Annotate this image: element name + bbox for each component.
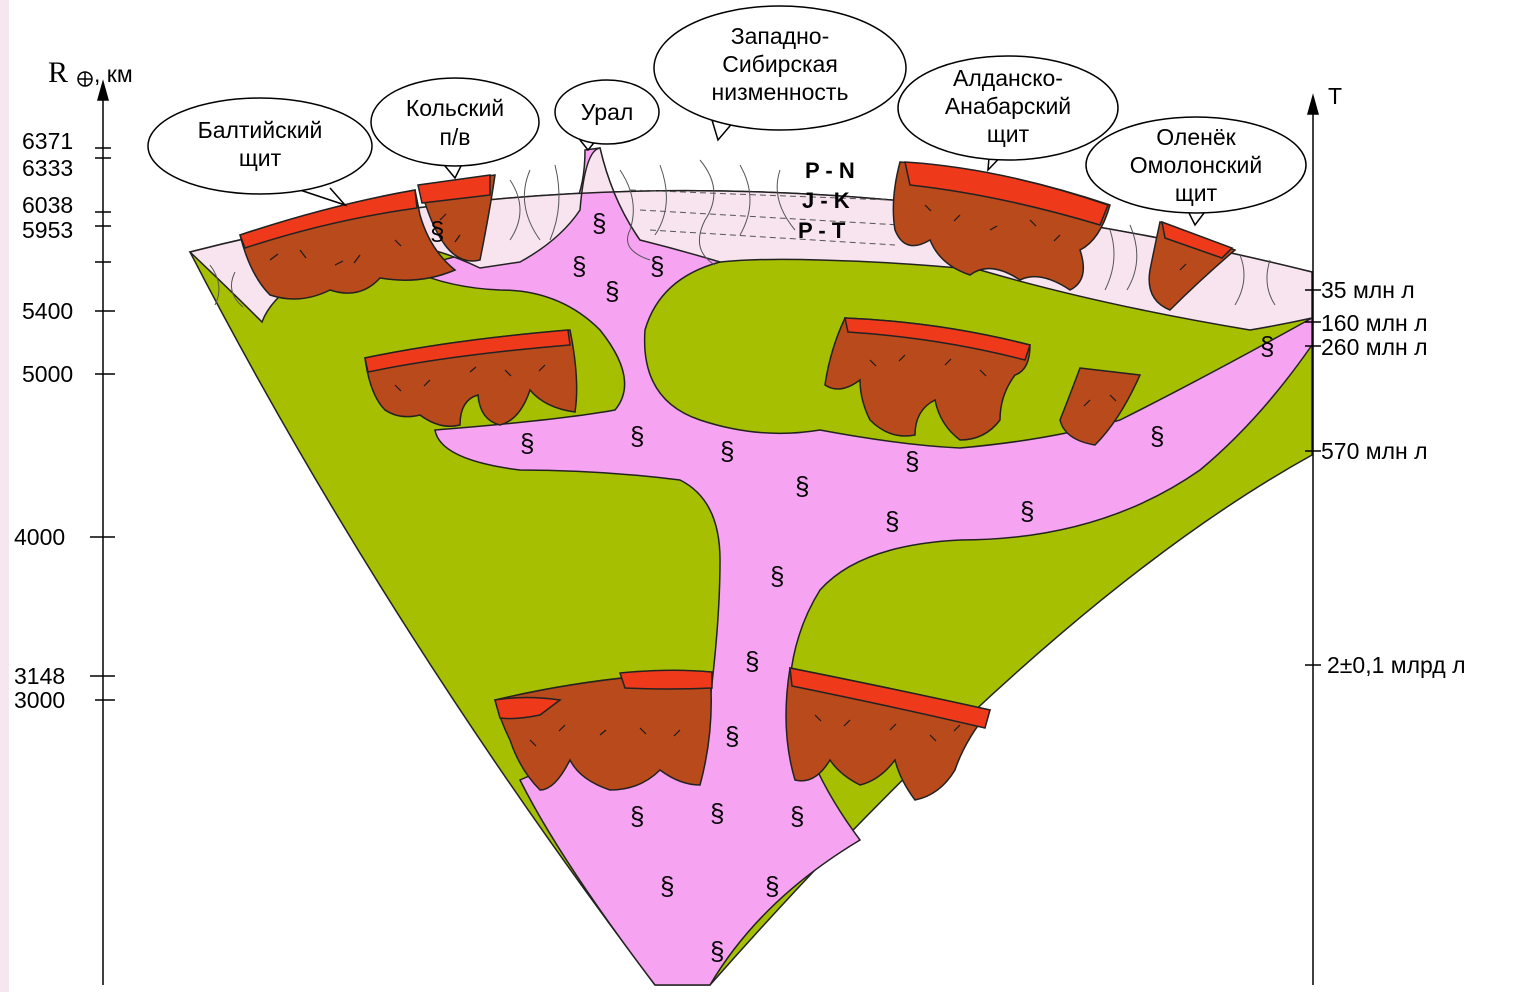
left-axis bbox=[90, 82, 115, 985]
radius-symbol: R bbox=[48, 56, 68, 89]
left-tick-label: 6333 bbox=[22, 155, 73, 181]
right-tick-label: 2±0,1 млрд л bbox=[1327, 652, 1466, 678]
plume-symbol: § bbox=[605, 276, 619, 306]
callout-west-siberian: Западно- Сибирская низменность bbox=[654, 6, 906, 140]
plume-symbol: § bbox=[592, 208, 606, 238]
crust-cap-deep-left bbox=[620, 670, 712, 689]
plume-symbol: § bbox=[795, 471, 809, 501]
right-tick-label: 260 млн л bbox=[1321, 334, 1428, 360]
callout-label: Западно- bbox=[731, 23, 830, 49]
left-tick-label: 5000 bbox=[22, 361, 73, 387]
plume-symbol: § bbox=[630, 801, 644, 831]
left-tick-label: 3000 bbox=[14, 687, 65, 713]
callout-label: щит bbox=[1175, 180, 1218, 206]
plume-symbol: § bbox=[430, 216, 444, 246]
right-tick-label: 570 млн л bbox=[1321, 438, 1428, 464]
strata-label-pt: P - T bbox=[798, 218, 846, 243]
plume-symbol: § bbox=[630, 421, 644, 451]
callout-olenek-omolon: Оленёк Омолонский щит bbox=[1086, 117, 1306, 225]
callout-label: Омолонский bbox=[1130, 152, 1262, 178]
left-axis-ticks: 6371 6333 6038 5953 5400 5000 4000 3148 … bbox=[14, 128, 73, 713]
right-axis bbox=[1305, 96, 1321, 985]
callout-label: низменность bbox=[712, 79, 849, 105]
left-axis-title: R , км bbox=[48, 56, 133, 89]
callout-label: Сибирская bbox=[722, 51, 838, 77]
callout-ural: Урал bbox=[555, 80, 659, 150]
right-axis-ticks: 35 млн л 160 млн л 260 млн л 570 млн л 2… bbox=[1321, 277, 1466, 678]
plume-symbol: § bbox=[725, 721, 739, 751]
plume-symbol: § bbox=[765, 871, 779, 901]
right-tick-label: 160 млн л bbox=[1321, 310, 1428, 336]
callout-kola: Кольский п/в bbox=[371, 78, 539, 178]
callout-label: Оленёк bbox=[1156, 124, 1236, 150]
left-tick-label: 5953 bbox=[22, 217, 73, 243]
callout-label: щит bbox=[239, 145, 282, 171]
plume-symbol: § bbox=[885, 506, 899, 536]
strata-label-jk: J - K bbox=[802, 188, 850, 213]
plume-symbol: § bbox=[650, 251, 664, 281]
callout-aldan-anabar: Алданско- Анабарский щит bbox=[898, 56, 1118, 170]
left-tick-label: 5400 bbox=[22, 298, 73, 324]
plume-symbol: § bbox=[770, 561, 784, 591]
left-edge-strip bbox=[0, 0, 9, 992]
earth-symbol-icon bbox=[78, 72, 92, 86]
plume-symbol: § bbox=[1020, 496, 1034, 526]
plume-symbol: § bbox=[720, 436, 734, 466]
plume-symbol: § bbox=[710, 798, 724, 828]
right-tick-label: 35 млн л bbox=[1321, 277, 1415, 303]
callout-label: Урал bbox=[581, 99, 634, 125]
callout-label: Анабарский bbox=[945, 93, 1071, 119]
right-axis-title: T bbox=[1328, 83, 1342, 109]
callout-label: Алданско- bbox=[953, 65, 1063, 91]
plume-symbol: § bbox=[572, 251, 586, 281]
callout-label: щит bbox=[987, 121, 1030, 147]
plume-symbol: § bbox=[745, 646, 759, 676]
callout-label: Балтийский bbox=[198, 117, 323, 143]
left-axis-unit: , км bbox=[94, 61, 133, 87]
callout-label: п/в bbox=[439, 124, 470, 150]
left-tick-label: 3148 bbox=[14, 663, 65, 689]
plume-symbol: § bbox=[520, 428, 534, 458]
left-tick-label: 4000 bbox=[14, 524, 65, 550]
plume-symbol: § bbox=[790, 801, 804, 831]
plume-symbol: § bbox=[905, 446, 919, 476]
left-tick-label: 6371 bbox=[22, 128, 73, 154]
callout-label: Кольский bbox=[406, 95, 504, 121]
left-tick-label: 6038 bbox=[22, 192, 73, 218]
plume-symbol: § bbox=[710, 936, 724, 966]
plume-symbol: § bbox=[1150, 421, 1164, 451]
strata-label-pn: P - N bbox=[805, 158, 855, 183]
callout-baltic-shield: Балтийский щит bbox=[148, 98, 372, 205]
plume-symbol: § bbox=[660, 871, 674, 901]
plume-symbol: § bbox=[1260, 331, 1274, 361]
